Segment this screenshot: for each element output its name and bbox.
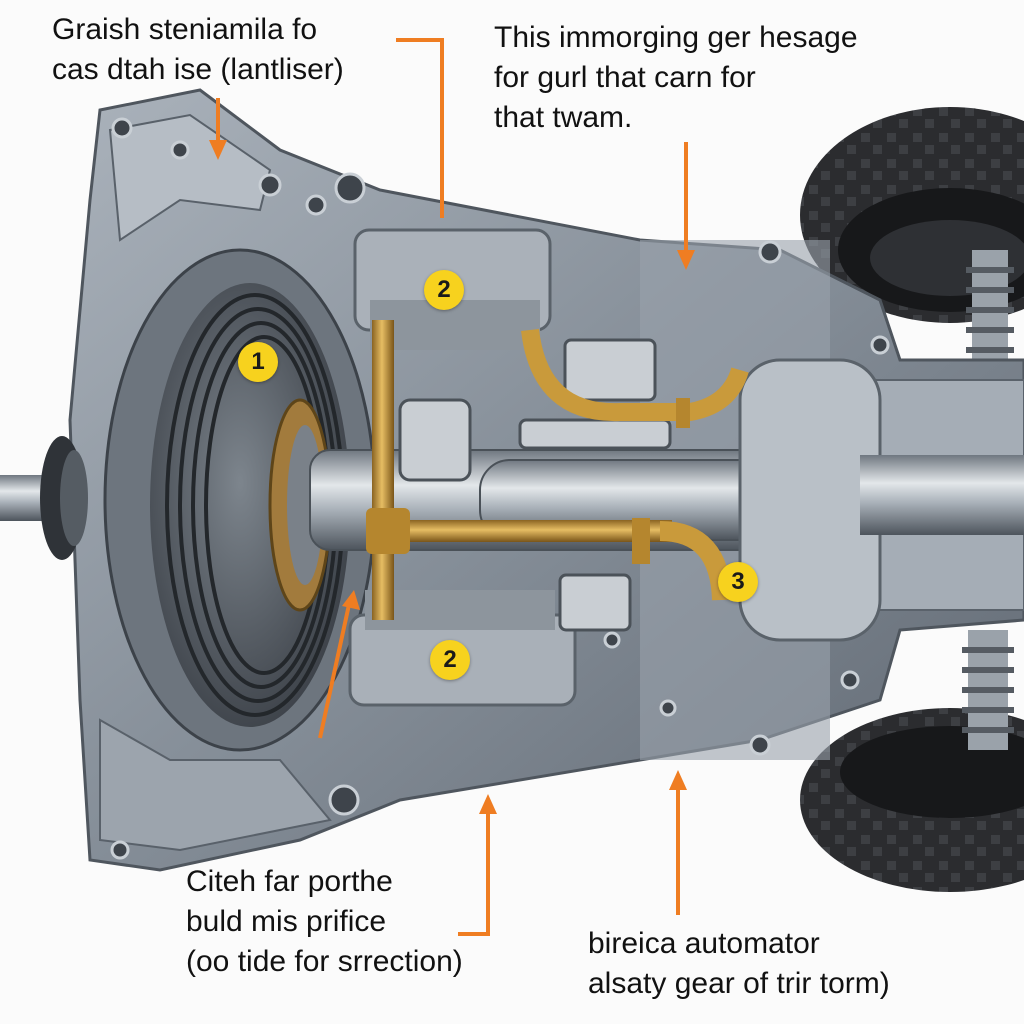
solenoid-brackets <box>398 338 672 632</box>
caption-line: that twam. <box>494 101 633 134</box>
suspension-spring <box>962 250 1014 750</box>
caption-bottom-right: bireica automator alsaty gear of trir to… <box>588 924 890 1004</box>
caption-line: buld mis prifice <box>186 905 387 938</box>
callout-arrow-bottom-left <box>318 599 352 739</box>
input-shaft <box>0 436 88 560</box>
caption-line: Citeh far porthe <box>186 865 393 898</box>
caption-line: (oo tide for srrection) <box>186 945 463 978</box>
caption-line: This immorging ger hesage <box>494 21 858 54</box>
caption-line: Graish steniamila fo <box>52 13 318 46</box>
marker-badge-1: 1 <box>238 342 278 382</box>
marker-badge-2-lower: 2 <box>430 640 470 680</box>
caption-line: alsaty gear of trir torm) <box>588 967 890 1000</box>
caption-bottom-left: Citeh far porthe buld mis prifice (oo ti… <box>186 862 463 982</box>
caption-line: cas dtah ise (lantliser) <box>52 53 344 86</box>
caption-line: bireica automator <box>588 927 820 960</box>
callout-arrowheads <box>209 140 695 814</box>
caption-line: for gurl that carn for <box>494 61 756 94</box>
callout-arrow-top-center <box>396 38 444 218</box>
caption-top-left: Graish steniamila fo cas dtah ise (lantl… <box>52 10 344 90</box>
pulley-flywheel <box>103 248 377 752</box>
callout-arrow-bottom-center <box>458 806 490 936</box>
caption-top-right: This immorging ger hesage for gurl that … <box>494 18 858 138</box>
fluid-lines <box>366 320 749 620</box>
marker-badge-2-upper: 2 <box>424 270 464 310</box>
callout-arrows <box>216 38 688 936</box>
wheel-bottom <box>800 708 1024 892</box>
housing-bolts <box>110 117 890 860</box>
marker-badge-3: 3 <box>718 562 758 602</box>
